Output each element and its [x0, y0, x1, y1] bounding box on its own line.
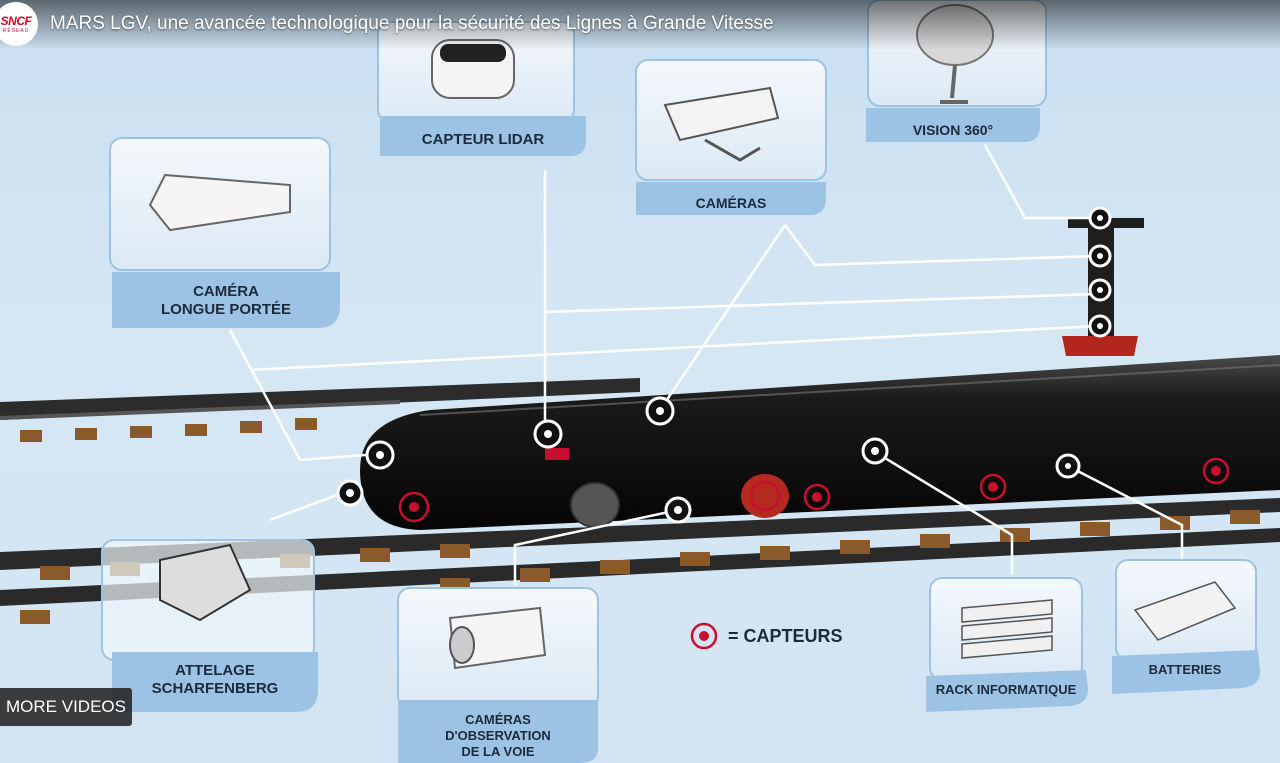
panel-coupling [101, 539, 318, 712]
logo-subtext: RÉSEAU [2, 28, 30, 34]
sensor-markers [398, 457, 1230, 523]
white-markers [336, 206, 1112, 524]
sensor-legend-icon [690, 622, 718, 650]
label-track-cams-line2: D'OBSERVATION [445, 728, 551, 743]
sncf-logo[interactable]: SNCF RÉSEAU [0, 2, 38, 46]
label-cameras: CAMÉRAS [695, 195, 767, 211]
label-rack: RACK INFORMATIQUE [935, 682, 1077, 697]
label-coupling-line2: SCHARFENBERG [151, 680, 279, 697]
label-lidar: CAPTEUR LIDAR [421, 131, 545, 148]
label-long-range-line1: CAMÉRA [193, 283, 259, 300]
panel-long-range [109, 137, 340, 328]
sensor-legend: = CAPTEURS [690, 622, 843, 650]
sensor-legend-label: = CAPTEURS [728, 625, 843, 646]
panel-track-cams [397, 587, 599, 763]
panel-cameras [635, 59, 827, 215]
label-track-cams-line3: DE LA VOIE [461, 744, 535, 759]
label-long-range-line2: LONGUE PORTÉE [160, 301, 291, 318]
video-title-bar [0, 0, 1280, 50]
video-title[interactable]: MARS LGV, une avancée technologique pour… [50, 13, 774, 34]
panel-rack [926, 577, 1088, 712]
label-batteries: BATTERIES [1148, 662, 1222, 677]
more-videos-button[interactable]: MORE VIDEOS [0, 688, 132, 726]
back-track [0, 378, 640, 442]
panel-batteries [1112, 559, 1260, 694]
label-track-cams-line1: CAMÉRAS [465, 712, 531, 727]
label-vision: VISION 360° [912, 122, 994, 138]
train [360, 355, 1280, 530]
logo-text: SNCF [0, 14, 32, 28]
connector-lines [228, 144, 1184, 585]
label-coupling-line1: ATTELAGE [175, 662, 255, 679]
label-track-cams: CAMÉRAS D'OBSERVATION DE LA VOIE [398, 712, 598, 760]
label-coupling: ATTELAGE SCHARFENBERG [112, 662, 318, 698]
label-long-range: CAMÉRA LONGUE PORTÉE [112, 283, 340, 319]
